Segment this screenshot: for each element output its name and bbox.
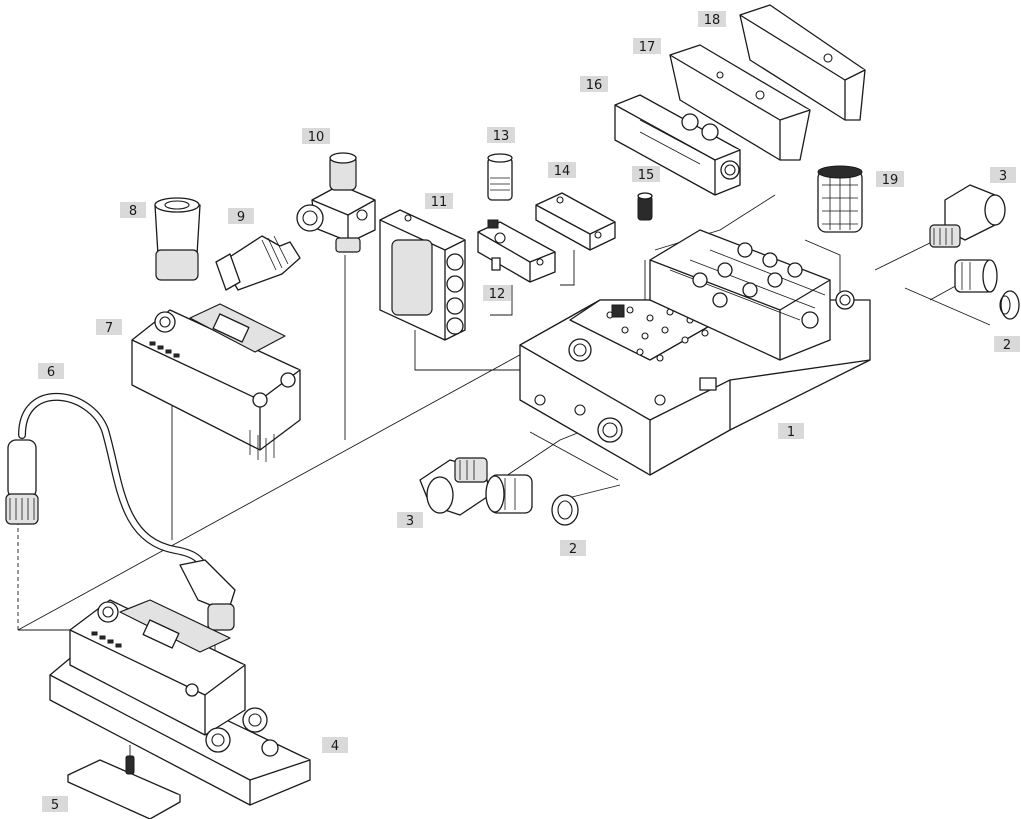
svg-text:12: 12: [489, 287, 506, 302]
svg-text:7: 7: [105, 321, 113, 336]
svg-text:19: 19: [882, 173, 899, 188]
callout-labels: 1 2 2 3 3 4 5 6: [38, 11, 1020, 813]
svg-text:11: 11: [431, 195, 448, 210]
svg-text:1: 1: [787, 425, 795, 440]
part-cover-18: [739, 4, 866, 121]
svg-text:13: 13: [493, 129, 510, 144]
part-bus-node-4: [49, 599, 311, 806]
part-elbow-fitting-right: [929, 184, 1006, 248]
callout-16: 16: [580, 76, 608, 93]
valve-fittings: [692, 242, 803, 308]
part-cable-6: [5, 392, 236, 631]
part-fitting-13: [487, 153, 513, 201]
callout-10: 10: [302, 128, 330, 145]
part-t-connector-10: [296, 152, 376, 253]
svg-text:2: 2: [1003, 338, 1011, 353]
callout-19: 19: [876, 171, 904, 188]
part-silencer-19: [817, 165, 863, 233]
svg-text:16: 16: [586, 78, 603, 93]
part-blank-plate-14: [535, 192, 616, 251]
svg-text:15: 15: [638, 168, 655, 183]
callout-14: 14: [548, 162, 576, 179]
callout-18: 18: [698, 11, 726, 28]
svg-text:9: 9: [237, 210, 245, 225]
svg-text:18: 18: [704, 13, 721, 28]
callout-3-right: 3: [990, 167, 1016, 184]
callout-11: 11: [425, 193, 453, 210]
callout-6: 6: [38, 363, 64, 380]
part-straight-fitting-right: [954, 259, 998, 293]
svg-text:8: 8: [129, 204, 137, 219]
part-cover-plate-5: [67, 755, 181, 819]
callout-12: 12: [483, 285, 511, 302]
led-indicators: [149, 341, 180, 358]
callout-9: 9: [228, 208, 254, 225]
part-plug-right: [999, 290, 1020, 320]
callout-2-right: 2: [994, 336, 1020, 353]
part-plug-connector-9: [215, 235, 301, 291]
callout-3-front: 3: [397, 512, 423, 529]
svg-text:6: 6: [47, 365, 55, 380]
part-manifold-11: [379, 209, 466, 341]
part-bus-node-7: [131, 303, 301, 462]
part-valve-terminal: [519, 229, 871, 476]
svg-text:10: 10: [308, 130, 325, 145]
svg-text:5: 5: [51, 798, 59, 813]
svg-text:3: 3: [406, 514, 414, 529]
part-elbow-fitting-front: [419, 457, 491, 516]
part-cap-8: [154, 197, 201, 281]
callout-1: 1: [778, 423, 804, 440]
part-plug-front: [551, 494, 579, 526]
callout-8: 8: [120, 202, 146, 219]
callout-17: 17: [633, 38, 661, 55]
callout-15: 15: [632, 166, 660, 183]
svg-text:3: 3: [999, 169, 1007, 184]
callout-4: 4: [322, 737, 348, 754]
part-bracket-12: [477, 219, 556, 283]
part-straight-fitting-front: [485, 474, 533, 514]
callout-7: 7: [96, 319, 122, 336]
callout-13: 13: [487, 127, 515, 144]
svg-text:14: 14: [554, 164, 571, 179]
svg-text:4: 4: [331, 739, 339, 754]
callout-5: 5: [42, 796, 68, 813]
part-screw-15: [637, 192, 653, 221]
svg-text:17: 17: [639, 40, 656, 55]
part-cover-17: [669, 44, 811, 161]
led-indicators: [91, 631, 122, 648]
callout-2-front: 2: [560, 540, 586, 557]
part-valve-16: [614, 94, 741, 196]
svg-text:2: 2: [569, 542, 577, 557]
